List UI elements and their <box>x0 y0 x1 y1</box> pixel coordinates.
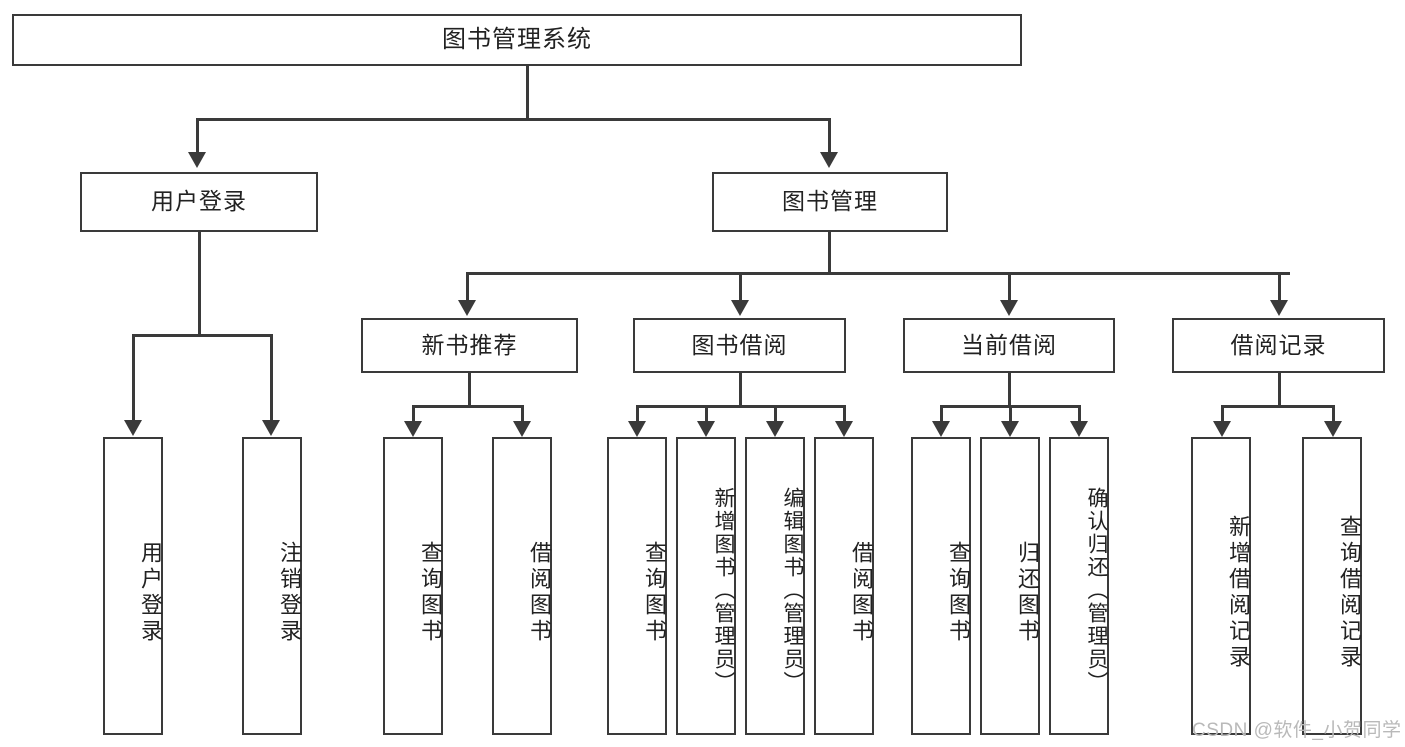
connector-bm-to-borrow-record <box>1278 272 1281 302</box>
connector-bb-to-leaf-3 <box>774 405 777 423</box>
arrow-cb-to-leaf-3 <box>1070 421 1088 437</box>
node-book-management[interactable]: 图书管理 <box>712 172 948 232</box>
leaf-query-book-current[interactable]: 查询图书 <box>911 437 971 735</box>
connector-user-login-stem <box>198 232 201 334</box>
leaf-borrow-book-borrow[interactable]: 借阅图书 <box>814 437 874 735</box>
leaf-add-book-admin[interactable]: 新增图书（管理员） <box>676 437 736 735</box>
leaf-edit-book-admin[interactable]: 编辑图书（管理员） <box>745 437 805 735</box>
leaf-confirm-return-admin[interactable]: 确认归还（管理员） <box>1049 437 1109 735</box>
connector-bm-to-current-borrow <box>1008 272 1011 302</box>
connector-bb-to-leaf-1 <box>636 405 639 423</box>
connector-bb-to-leaf-2 <box>705 405 708 423</box>
arrow-bm-to-current-borrow <box>1000 300 1018 316</box>
connector-borrow-record-stem <box>1278 373 1281 405</box>
leaf-query-borrow-record[interactable]: 查询借阅记录 <box>1302 437 1362 735</box>
node-borrow-record[interactable]: 借阅记录 <box>1172 318 1385 373</box>
connector-new-book-to-leaf-2 <box>521 405 524 423</box>
arrow-br-to-leaf-2 <box>1324 421 1342 437</box>
connector-root-to-book-management <box>828 118 831 154</box>
connector-bb-to-leaf-4 <box>843 405 846 423</box>
arrow-user-login-to-leaf-1 <box>124 420 142 436</box>
connector-new-book-bus <box>413 405 523 408</box>
connector-br-to-leaf-2 <box>1332 405 1335 423</box>
connector-borrow-record-bus <box>1222 405 1334 408</box>
leaf-query-book-borrow[interactable]: 查询图书 <box>607 437 667 735</box>
connector-user-login-bus <box>133 334 272 337</box>
node-book-borrow[interactable]: 图书借阅 <box>633 318 846 373</box>
connector-new-book-to-leaf-1 <box>412 405 415 423</box>
arrow-root-to-user-login <box>188 152 206 168</box>
node-user-login[interactable]: 用户登录 <box>80 172 318 232</box>
leaf-add-borrow-record[interactable]: 新增借阅记录 <box>1191 437 1251 735</box>
connector-user-login-to-leaf-2 <box>270 334 273 422</box>
leaf-return-book[interactable]: 归还图书 <box>980 437 1040 735</box>
arrow-bm-to-book-borrow <box>731 300 749 316</box>
arrow-user-login-to-leaf-2 <box>262 420 280 436</box>
connector-root-bus <box>196 118 830 121</box>
connector-new-book-stem <box>468 373 471 405</box>
connector-book-management-stem <box>828 232 831 272</box>
connector-cb-to-leaf-3 <box>1078 405 1081 423</box>
csdn-watermark: CSDN @软件_小贺同学 <box>1192 720 1402 741</box>
leaf-query-book-recommend[interactable]: 查询图书 <box>383 437 443 735</box>
arrow-bb-to-leaf-2 <box>697 421 715 437</box>
connector-book-borrow-stem <box>739 373 742 405</box>
node-root-library-management-system[interactable]: 图书管理系统 <box>12 14 1022 66</box>
connector-cb-to-leaf-2 <box>1009 405 1012 423</box>
arrow-bb-to-leaf-1 <box>628 421 646 437</box>
arrow-new-book-to-leaf-2 <box>513 421 531 437</box>
arrow-bb-to-leaf-3 <box>766 421 784 437</box>
connector-root-to-user-login <box>196 118 199 154</box>
arrow-cb-to-leaf-2 <box>1001 421 1019 437</box>
arrow-new-book-to-leaf-1 <box>404 421 422 437</box>
arrow-bm-to-borrow-record <box>1270 300 1288 316</box>
connector-br-to-leaf-1 <box>1221 405 1224 423</box>
connector-bm-to-book-borrow <box>739 272 742 302</box>
connector-bm-to-new-book <box>466 272 469 302</box>
node-new-book-recommend[interactable]: 新书推荐 <box>361 318 578 373</box>
connector-book-management-bus <box>466 272 1290 275</box>
connector-root-stem <box>526 66 529 118</box>
leaf-borrow-book-recommend[interactable]: 借阅图书 <box>492 437 552 735</box>
connector-book-borrow-bus <box>637 405 845 408</box>
connector-current-borrow-stem <box>1008 373 1011 405</box>
arrow-root-to-book-management <box>820 152 838 168</box>
node-current-borrow[interactable]: 当前借阅 <box>903 318 1115 373</box>
connector-user-login-to-leaf-1 <box>132 334 135 422</box>
arrow-bb-to-leaf-4 <box>835 421 853 437</box>
arrow-bm-to-new-book <box>458 300 476 316</box>
leaf-user-login[interactable]: 用户登录 <box>103 437 163 735</box>
connector-cb-to-leaf-1 <box>940 405 943 423</box>
leaf-user-logout[interactable]: 注销登录 <box>242 437 302 735</box>
arrow-br-to-leaf-1 <box>1213 421 1231 437</box>
arrow-cb-to-leaf-1 <box>932 421 950 437</box>
